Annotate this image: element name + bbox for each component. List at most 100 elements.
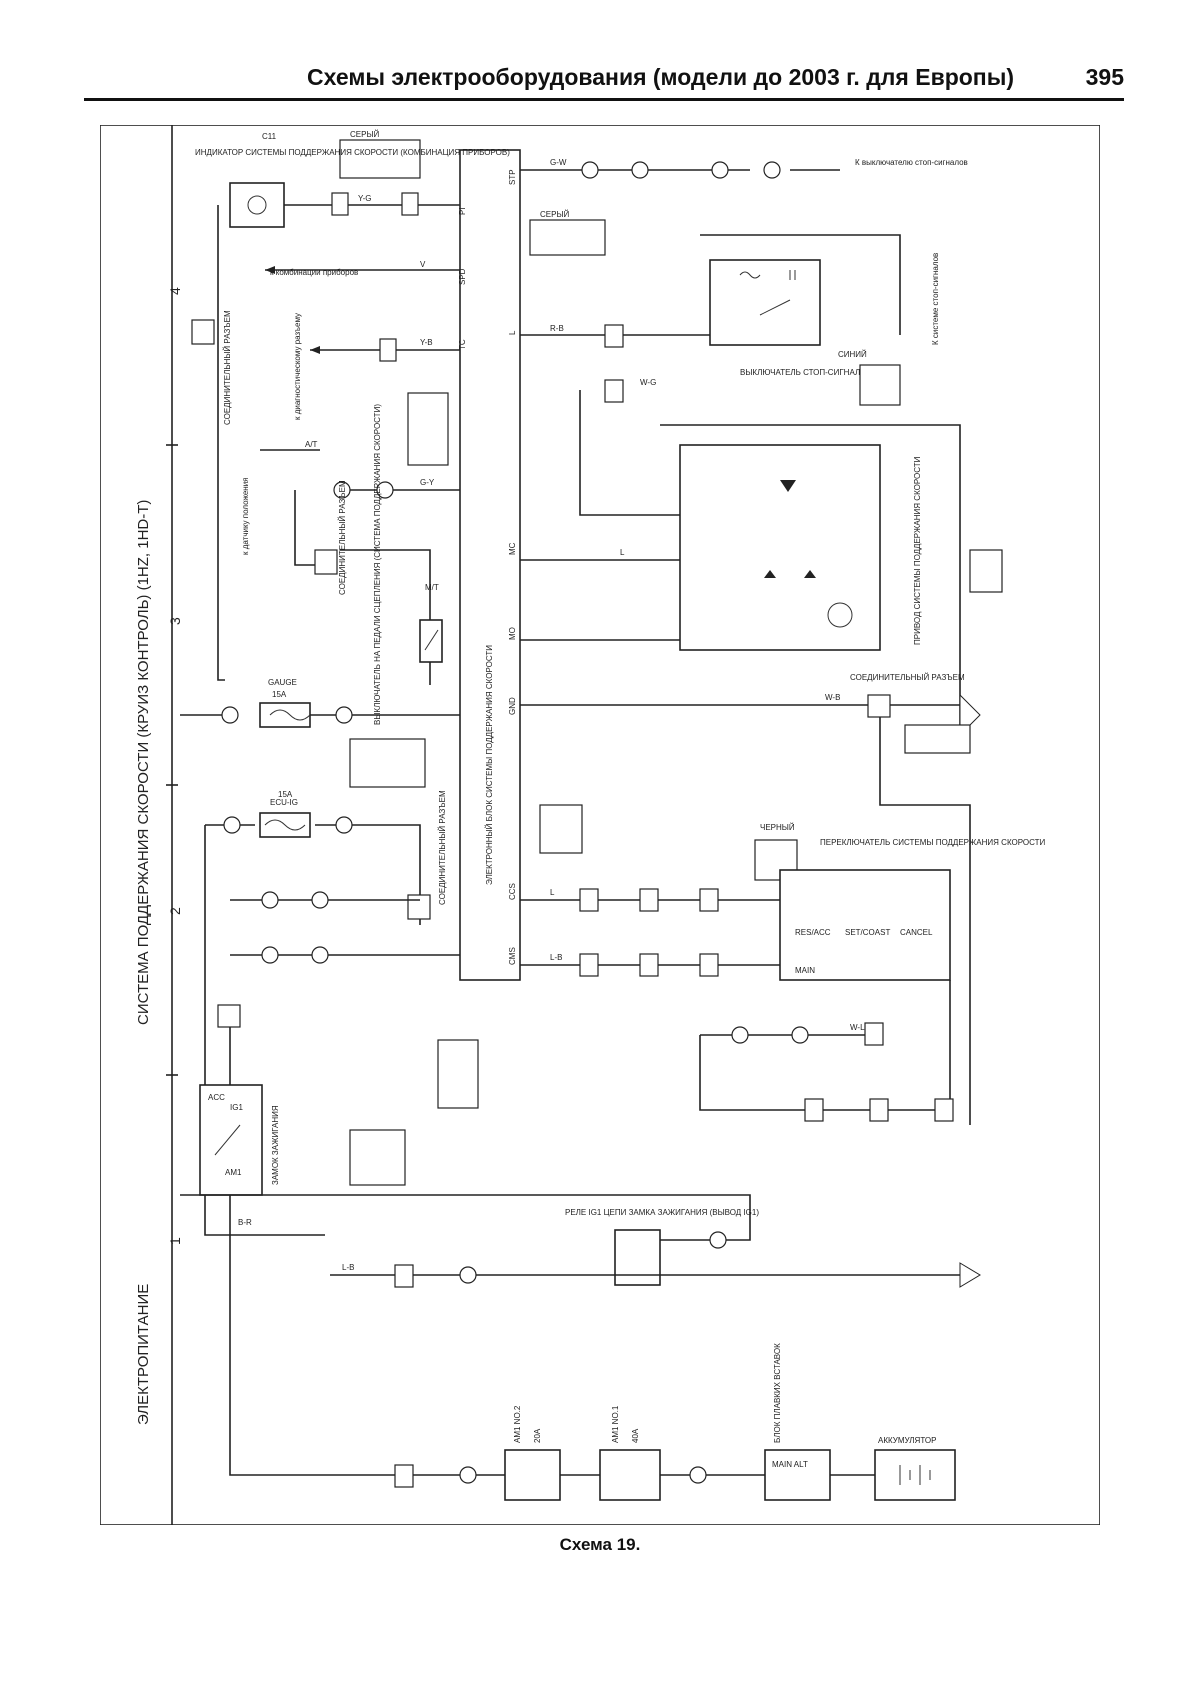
ecu-pin: PI bbox=[458, 207, 467, 215]
wire-label: B-R bbox=[238, 1218, 252, 1227]
black-conn-label: ЧЕРНЫЙ bbox=[760, 823, 795, 832]
page-number: 395 bbox=[1085, 64, 1124, 90]
mt-label: M/T bbox=[425, 583, 439, 592]
fusible-name: MAIN ALT bbox=[772, 1460, 808, 1469]
wire-label: L-B bbox=[550, 953, 562, 962]
header-rule bbox=[84, 98, 1124, 101]
at-label: A/T bbox=[305, 440, 318, 449]
gray-connector-top bbox=[339, 139, 421, 179]
ig1-relay bbox=[614, 1229, 661, 1286]
wire-label: L-B bbox=[342, 1263, 354, 1272]
ecu-pin: MO bbox=[508, 627, 517, 640]
ecu-ig-fuse-amp: 15A bbox=[278, 790, 293, 799]
section-3: 3 bbox=[167, 617, 183, 625]
joint-left-top-label: СОЕДИНИТЕЛЬНЫЙ РАЗЪЕМ bbox=[223, 310, 232, 425]
joint-lower-label: СОЕДИНИТЕЛЬНЫЙ РАЗЪЕМ bbox=[438, 790, 447, 905]
indicator-lamp bbox=[229, 182, 285, 228]
battery-label: АККУМУЛЯТОР bbox=[878, 1436, 936, 1445]
indicator-plugs: C11 bbox=[262, 132, 277, 141]
wire-label: G-Y bbox=[420, 478, 435, 487]
combination-label: к комбинации приборов bbox=[270, 268, 358, 277]
switch-set: SET/COAST bbox=[845, 928, 890, 937]
ign-acc: ACC bbox=[208, 1093, 225, 1102]
wiring-diagram: СИСТЕМА ПОДДЕРЖАНИЯ СКОРОСТИ (КРУИЗ КОНТ… bbox=[100, 125, 1100, 1525]
ecu-pins: STP PI SPD TC L MO MC GND CCS CMS bbox=[458, 169, 517, 965]
ecu-ig-fuse-label: ECU-IG bbox=[270, 798, 298, 807]
connector-sketch-e bbox=[349, 1129, 406, 1186]
ecu-pin: MC bbox=[508, 542, 517, 555]
wire-label: G-W bbox=[550, 158, 567, 167]
switch-cancel: CANCEL bbox=[900, 928, 933, 937]
actuator-label: ПРИВОД СИСТЕМЫ ПОДДЕРЖАНИЯ СКОРОСТИ bbox=[913, 456, 922, 645]
am1-no1-fuse bbox=[599, 1449, 661, 1501]
wire-label: W-L bbox=[850, 1023, 865, 1032]
ecu-block bbox=[459, 149, 521, 981]
ignition-switch bbox=[199, 1084, 263, 1196]
wire-label: W-B bbox=[825, 693, 840, 702]
ecu-pin: SPD bbox=[458, 268, 467, 285]
wire-label: Y-G bbox=[358, 194, 372, 203]
cruise-control-switch bbox=[779, 869, 951, 981]
gauge-fuse-label: GAUGE bbox=[268, 678, 297, 687]
joint-right-label: СОЕДИНИТЕЛЬНЫЙ РАЗЪЕМ bbox=[850, 673, 965, 682]
fusible-link bbox=[764, 1449, 831, 1501]
diag-label: к диагностическому разъему bbox=[293, 313, 302, 420]
section-1: 1 bbox=[167, 1237, 183, 1245]
blue-conn-label: СИНИЙ bbox=[838, 350, 867, 359]
section-4: 4 bbox=[167, 287, 183, 295]
battery bbox=[874, 1449, 956, 1501]
ecu-pin: CMS bbox=[508, 947, 517, 965]
connector-sketch-c bbox=[539, 804, 583, 854]
am1-no1-label: AM1 NO.1 bbox=[611, 1405, 620, 1443]
joint-mid-label: СОЕДИНИТЕЛЬНЫЙ РАЗЪЕМ bbox=[338, 480, 347, 595]
ignition-label: ЗАМОК ЗАЖИГАНИЯ bbox=[271, 1105, 280, 1185]
gray-connector-top-label: СЕРЫЙ bbox=[350, 130, 380, 139]
gray-connector-mid bbox=[529, 219, 606, 256]
wire-label: L bbox=[620, 548, 625, 557]
am1-no2-amp: 20A bbox=[533, 1428, 542, 1443]
ecu-label: ЭЛЕКТРОННЫЙ БЛОК СИСТЕМЫ ПОДДЕРЖАНИЯ СКО… bbox=[485, 645, 494, 885]
ecu-pin: TC bbox=[458, 339, 467, 350]
page-title: Схемы электрооборудования (модели до 200… bbox=[307, 64, 1014, 90]
ecu-pin: CCS bbox=[508, 883, 517, 900]
page-header: Схемы электрооборудования (модели до 200… bbox=[84, 62, 1124, 102]
wire-label: Y-B bbox=[420, 338, 433, 347]
blue-conn-right bbox=[969, 549, 1003, 593]
connector-sketch-d bbox=[437, 1039, 479, 1109]
at-ref-label: к датчику положения bbox=[241, 477, 250, 555]
wire-label: V bbox=[420, 260, 426, 269]
connector-sketch-a bbox=[407, 392, 449, 466]
connector-sketch-b bbox=[349, 738, 426, 788]
wire-label: R-B bbox=[550, 324, 564, 333]
switch-main: MAIN bbox=[795, 966, 815, 975]
relay-label: РЕЛЕ IG1 ЦЕПИ ЗАМКА ЗАЖИГАНИЯ (ВЫВОД IG1… bbox=[565, 1208, 759, 1217]
clutch-switch-label: ВЫКЛЮЧАТЕЛЬ НА ПЕДАЛИ СЦЕПЛЕНИЯ (СИСТЕМА… bbox=[373, 404, 382, 725]
ign-ig1: IG1 bbox=[230, 1103, 243, 1112]
system-title: СИСТЕМА ПОДДЕРЖАНИЯ СКОРОСТИ (КРУИЗ КОНТ… bbox=[135, 500, 152, 1025]
ecu-pin: STP bbox=[508, 169, 517, 185]
wire-label: W-G bbox=[640, 378, 656, 387]
am1-no1-amp: 40A bbox=[631, 1428, 640, 1443]
power-title: ЭЛЕКТРОПИТАНИЕ bbox=[135, 1284, 152, 1425]
am1-no2-label: AM1 NO.2 bbox=[513, 1405, 522, 1443]
gray-connector-mid-label: СЕРЫЙ bbox=[540, 210, 570, 219]
ecu-ig-fuse bbox=[259, 812, 311, 838]
am1-no2-fuse bbox=[504, 1449, 561, 1501]
wire-label: L bbox=[550, 888, 555, 897]
ecu-pin: GND bbox=[508, 697, 517, 715]
gauge-fuse bbox=[259, 702, 311, 728]
gauge-fuse-amp: 15A bbox=[272, 690, 287, 699]
figure-caption: Схема 19. bbox=[559, 1535, 641, 1554]
ecu-pin: L bbox=[508, 330, 517, 335]
stop-system-label: К системе стоп-сигналов bbox=[931, 253, 940, 345]
fusible-label: БЛОК ПЛАВКИХ ВСТАВОК bbox=[773, 1343, 782, 1443]
speed-control-actuator bbox=[679, 444, 881, 651]
switch-res: RES/ACC bbox=[795, 928, 831, 937]
stop-light-switch bbox=[709, 259, 821, 346]
section-2: 2 bbox=[167, 907, 183, 915]
stop-switch-label: ВЫКЛЮЧАТЕЛЬ СТОП-СИГНАЛОВ bbox=[740, 368, 872, 377]
stop-lamps-label: К выключателю стоп-сигналов bbox=[855, 158, 968, 167]
indicator-label: ИНДИКАТОР СИСТЕМЫ ПОДДЕРЖАНИЯ СКОРОСТИ (… bbox=[195, 148, 510, 157]
control-switch-label: ПЕРЕКЛЮЧАТЕЛЬ СИСТЕМЫ ПОДДЕРЖАНИЯ СКОРОС… bbox=[820, 838, 1046, 847]
ign-am1: AM1 bbox=[225, 1168, 242, 1177]
